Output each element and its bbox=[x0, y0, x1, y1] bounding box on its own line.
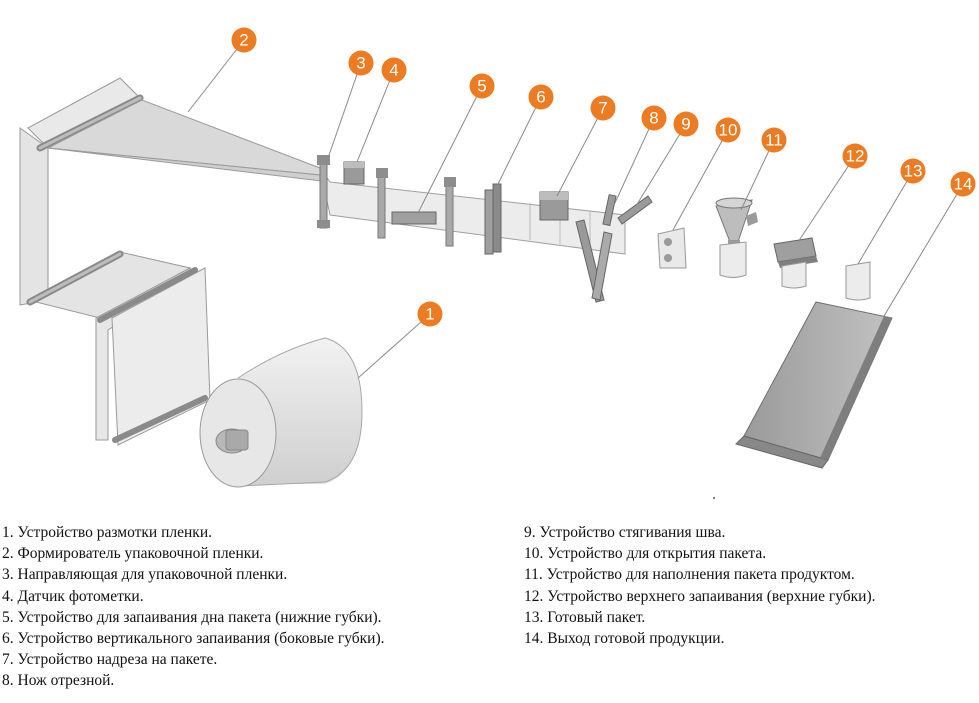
svg-text:1: 1 bbox=[425, 305, 434, 324]
notch-cutter bbox=[539, 191, 569, 221]
callout-11: 11 bbox=[761, 127, 787, 153]
leader-lines bbox=[187, 39, 964, 379]
svg-text:7: 7 bbox=[598, 99, 607, 118]
legend-item-9: 9. Устройство стягивания шва. bbox=[524, 524, 726, 541]
svg-text:5: 5 bbox=[477, 77, 486, 96]
svg-text:11: 11 bbox=[765, 131, 783, 150]
legend-item-5: 5. Устройство для запаивания дна пакета … bbox=[2, 608, 382, 626]
callout-2: 2 bbox=[231, 27, 257, 53]
bag-opener bbox=[657, 227, 687, 269]
svg-text:8: 8 bbox=[649, 109, 658, 128]
callout-12: 12 bbox=[842, 143, 868, 169]
callout-7: 7 bbox=[590, 95, 616, 121]
legend-item-14: 14. Выход готовой продукции. bbox=[524, 630, 725, 648]
finished-bag bbox=[845, 261, 871, 301]
legend-item-8: 8. Нож отрезной. bbox=[2, 672, 115, 690]
svg-text:2: 2 bbox=[239, 31, 248, 50]
legend-item-4: 4. Датчик фотометки. bbox=[2, 587, 144, 605]
legend-item-3: 3. Направляющая для упаковочной пленки. bbox=[2, 566, 288, 584]
vertical-seal-jaws bbox=[484, 183, 502, 255]
legend-item-13: 13. Готовый пакет. bbox=[524, 608, 646, 626]
filling-hopper bbox=[715, 197, 758, 278]
svg-text:6: 6 bbox=[536, 88, 545, 107]
svg-text:10: 10 bbox=[719, 121, 738, 140]
callout-13: 13 bbox=[900, 158, 926, 184]
callout-6: 6 bbox=[528, 84, 554, 110]
callout-3: 3 bbox=[348, 50, 374, 76]
output-chute bbox=[735, 301, 893, 469]
callout-8: 8 bbox=[641, 105, 667, 131]
cutting-knife bbox=[575, 194, 617, 303]
photo-sensor bbox=[343, 161, 365, 185]
callouts: 1 2 3 4 5 6 7 8 9 10 11 12 13 14 bbox=[231, 27, 976, 327]
film-roll bbox=[199, 337, 363, 488]
film-former bbox=[19, 77, 331, 446]
svg-text:12: 12 bbox=[846, 147, 865, 166]
callout-14: 14 bbox=[950, 171, 976, 197]
legend-item-6: 6. Устройство вертикального запаивания (… bbox=[2, 630, 385, 648]
svg-text:4: 4 bbox=[389, 61, 398, 80]
svg-text:14: 14 bbox=[954, 175, 973, 194]
legend-item-2: 2. Формирователь упаковочной пленки. bbox=[2, 545, 264, 563]
callout-9: 9 bbox=[673, 111, 699, 137]
seam-puller bbox=[617, 195, 653, 225]
callout-4: 4 bbox=[381, 57, 407, 83]
legend-item-1: 1. Устройство размотки пленки. bbox=[2, 524, 213, 541]
legend-item-10: 10. Устройство для открытия пакета. bbox=[524, 545, 767, 563]
callout-1: 1 bbox=[417, 301, 443, 327]
callout-10: 10 bbox=[715, 117, 741, 143]
bottom-seal-jaws bbox=[376, 168, 456, 247]
top-seal-jaws bbox=[773, 237, 818, 289]
film-web bbox=[319, 167, 626, 255]
svg-text:9: 9 bbox=[681, 115, 690, 134]
legend-item-7: 7. Устройство надреза на пакете. bbox=[2, 651, 218, 669]
svg-text:13: 13 bbox=[904, 162, 923, 181]
film-guide bbox=[317, 155, 330, 229]
callout-5: 5 bbox=[469, 73, 495, 99]
legend-item-12: 12. Устройство верхнего запаивания (верх… bbox=[524, 587, 876, 605]
legend-right: 9. Устройство стягивания шва. 10. Устрой… bbox=[524, 522, 876, 649]
svg-text:3: 3 bbox=[356, 54, 365, 73]
legend-item-11: 11. Устройство для наполнения пакета про… bbox=[524, 566, 855, 584]
legend-left: 1. Устройство размотки пленки. 2. Формир… bbox=[2, 522, 385, 692]
packaging-line-diagram: 1 2 3 4 5 6 7 8 9 10 11 12 13 14 bbox=[19, 27, 976, 499]
